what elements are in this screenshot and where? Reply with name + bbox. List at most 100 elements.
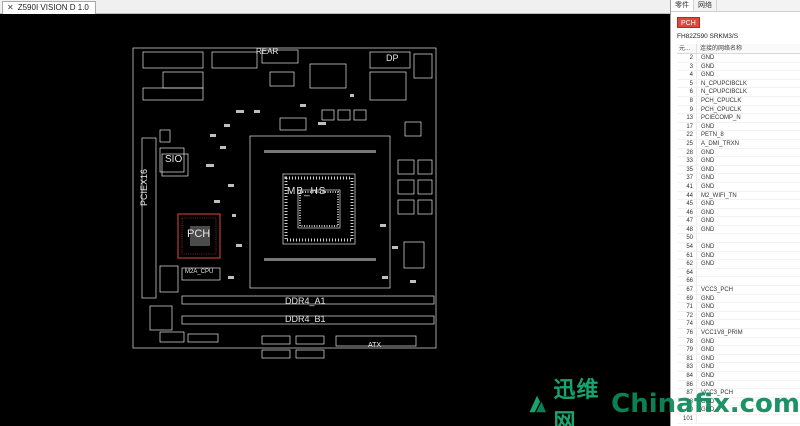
table-row[interactable]: 35 GND (677, 165, 800, 175)
row-pin: 44 (677, 191, 697, 200)
row-net: GND (701, 209, 715, 216)
row-pin: 50 (677, 234, 697, 243)
table-row[interactable]: 81 GND (677, 354, 800, 364)
row-net: PETN_8 (701, 132, 724, 139)
label-atx: ATX (368, 342, 382, 349)
row-net: PCH_CPUCLK (701, 106, 742, 113)
row-net: VCC1V8_PRIM (701, 330, 743, 336)
table-row[interactable]: 66 (677, 277, 800, 287)
row-pin: 86 (677, 380, 697, 389)
row-pin: 69 (677, 294, 697, 303)
row-net: GND (701, 372, 715, 379)
row-net: GND (701, 63, 715, 70)
row-net: GND (701, 252, 715, 259)
row-net: GND (701, 149, 715, 156)
column-header-pin[interactable]: 元... (677, 44, 697, 53)
column-header-net[interactable]: 连接的网络名称 (700, 46, 743, 52)
selected-part-badge[interactable]: PCH (677, 17, 700, 28)
row-net (697, 277, 800, 285)
row-net: GND (701, 123, 715, 130)
table-row[interactable]: 101 (677, 414, 800, 424)
table-row[interactable]: 87 VCC3_PCH (677, 389, 800, 398)
row-pin: 101 (677, 414, 697, 423)
table-row[interactable]: 50 (677, 234, 800, 244)
row-net: GND (701, 261, 715, 268)
tab-nets[interactable]: 网络 (694, 0, 717, 11)
row-pin: 33 (677, 157, 697, 165)
label-m2a-cpu: M2A_CPU (185, 269, 214, 275)
row-pin: 83 (677, 363, 697, 371)
row-net: GND (701, 158, 715, 165)
panel-tabs: 零件 网络 (671, 0, 800, 12)
table-header: 元... 连接的网络名称 (677, 44, 800, 54)
row-net: PCIECOMP_N (701, 115, 741, 122)
row-net: GND (701, 364, 715, 371)
watermark-cn: 迅维网 (553, 377, 600, 426)
table-row[interactable]: 3 GND (677, 62, 800, 72)
row-net: N_CPUPCIBCLK (701, 80, 748, 87)
row-net: GND (701, 295, 715, 302)
table-row[interactable]: 69 GND (677, 294, 800, 304)
table-row[interactable]: 33 GND (677, 157, 800, 166)
close-icon[interactable]: ✕ (7, 3, 14, 12)
row-pin: 41 (677, 182, 697, 191)
row-net: GND (701, 166, 715, 173)
row-pin: 72 (677, 311, 697, 320)
row-pin: 6 (677, 88, 697, 96)
table-row[interactable]: 54 GND (677, 243, 800, 252)
row-pin: 35 (677, 165, 697, 174)
row-pin: 81 (677, 354, 697, 363)
table-row[interactable]: 28 GND (677, 148, 800, 158)
row-pin: 54 (677, 243, 697, 251)
row-pin: 13 (677, 114, 697, 122)
board-canvas[interactable]: SIO PCH PCIEX16 MB_HS DDR4_A1 DDR4_B1 M2… (0, 14, 670, 426)
row-net: GND (701, 175, 715, 182)
table-row[interactable]: 64 (677, 268, 800, 278)
row-pin: 48 (677, 225, 697, 234)
row-net: GND (701, 355, 715, 362)
row-net: GND (701, 218, 715, 225)
row-pin: 3 (677, 62, 697, 71)
label-rear: REAR (256, 47, 279, 56)
row-net: GND (701, 244, 715, 251)
row-net: VCC3_PCH (701, 390, 734, 397)
tab-parts[interactable]: 零件 (671, 0, 694, 11)
table-row[interactable]: 83 GND (677, 363, 800, 372)
row-pin: 28 (677, 148, 697, 157)
table-row[interactable]: 13 PCIECOMP_N (677, 114, 800, 123)
label-sio: SIO (165, 154, 183, 165)
label-mb-hs: MB_HS (287, 186, 327, 197)
tab-board-file[interactable]: ✕ Z590I VISION D 1.0 (2, 1, 96, 14)
row-pin: 87 (677, 389, 697, 397)
